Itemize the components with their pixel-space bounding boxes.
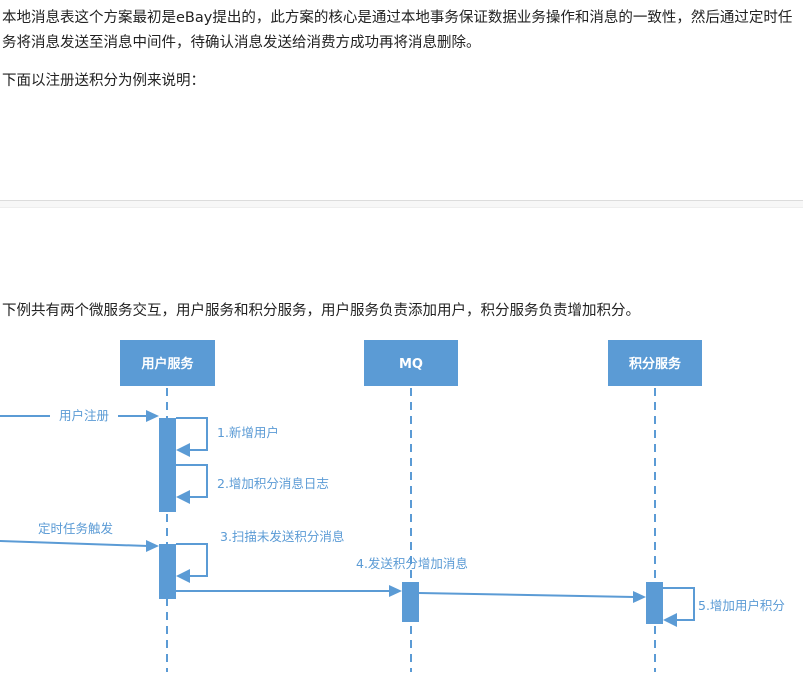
message-timer-trigger: 定时任务触发	[0, 521, 159, 552]
intro-paragraph: 本地消息表这个方案最初是eBay提出的，此方案的核心是通过本地事务保证数据业务操…	[2, 10, 793, 51]
message-scan: 3.扫描未发送积分消息	[176, 529, 344, 583]
message-add-log: 2.增加积分消息日志	[176, 464, 329, 504]
activation-user-1	[159, 418, 176, 512]
message-user-register: 用户注册	[0, 408, 159, 424]
message-new-user: 1.新增用户	[176, 417, 279, 457]
message-add-points: 5.增加用户积分	[663, 587, 785, 627]
message-label: 1.新增用户	[217, 425, 279, 440]
message-deliver	[418, 591, 646, 603]
section-paragraph: 下例共有两个微服务交互，用户服务和积分服务，用户服务负责添加用户，积分服务负责增…	[2, 303, 640, 319]
participant-label: 积分服务	[629, 356, 682, 372]
message-label: 4.发送积分增加消息	[356, 556, 468, 571]
message-label: 用户注册	[59, 408, 109, 423]
participant-box	[120, 340, 215, 386]
message-send: 4.发送积分增加消息	[176, 556, 468, 597]
intro-lead: 下面以注册送积分为例来说明：	[2, 73, 205, 89]
participant-label: 用户服务	[140, 356, 194, 372]
message-label: 3.扫描未发送积分消息	[220, 529, 344, 544]
message-label: 定时任务触发	[38, 521, 114, 536]
participant-mq: MQ	[364, 340, 458, 386]
participant-user-service: 用户服务	[120, 340, 215, 386]
participant-label: MQ	[399, 357, 423, 372]
message-label: 5.增加用户积分	[698, 598, 785, 613]
message-label: 2.增加积分消息日志	[217, 476, 329, 491]
activation-points	[646, 582, 663, 624]
sequence-diagram: 用户服务 MQ 积分服务 用户注册 1.新增用户	[0, 340, 785, 672]
activation-mq	[402, 582, 419, 622]
participant-box	[608, 340, 702, 386]
participant-points-service: 积分服务	[608, 340, 702, 386]
section-divider	[0, 200, 803, 208]
activation-user-2	[159, 544, 176, 599]
participant-box	[364, 340, 458, 386]
